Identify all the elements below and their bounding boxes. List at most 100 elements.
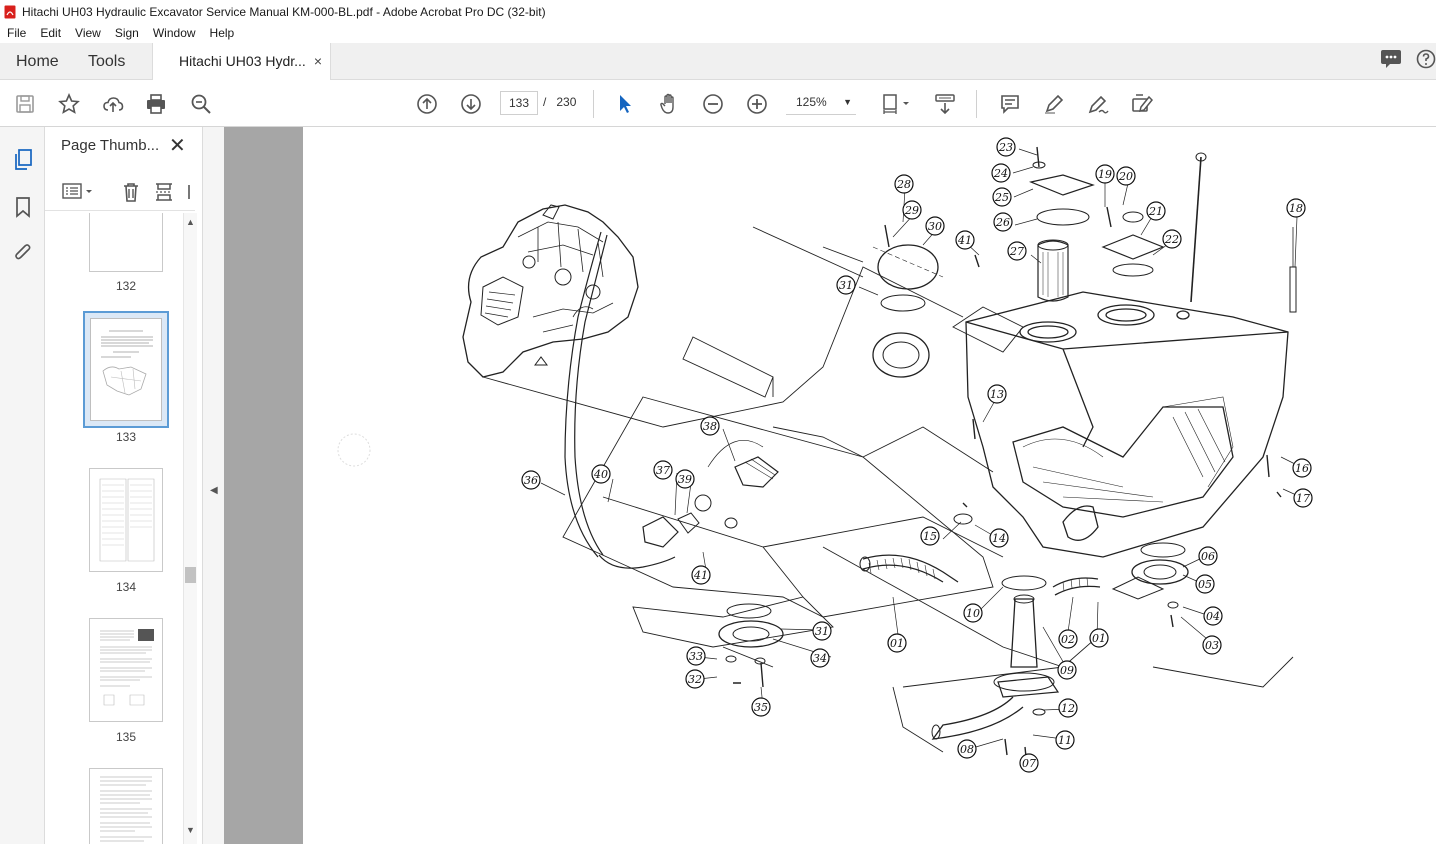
part-callout: 33 — [686, 646, 706, 666]
part-callout: 32 — [685, 669, 705, 689]
main-toolbar: 133 / 230 125% ▼ — [0, 80, 1436, 127]
attachments-paperclip-icon[interactable] — [10, 240, 36, 266]
part-callout: 39 — [675, 469, 695, 489]
previous-page-icon[interactable] — [414, 91, 440, 117]
callout-circle — [996, 137, 1016, 157]
zoom-out-icon[interactable] — [700, 91, 726, 117]
bookmark-star-icon[interactable] — [56, 91, 82, 117]
thumbnail-page-134[interactable] — [89, 468, 163, 572]
highlight-pen-icon[interactable] — [1041, 91, 1067, 117]
hand-pan-icon[interactable] — [656, 91, 682, 117]
callout-number: 35 — [754, 701, 768, 714]
page-number-input[interactable]: 133 — [500, 91, 538, 115]
callout-number: 02 — [1061, 633, 1075, 646]
thumbnail-page-133[interactable] — [83, 311, 169, 428]
callout-number: 04 — [1206, 610, 1220, 623]
part-callout: 01 — [1089, 628, 1109, 648]
bookmarks-icon[interactable] — [10, 194, 36, 220]
draw-sign-icon[interactable] — [1085, 91, 1111, 117]
callout-number: 29 — [904, 204, 919, 217]
part-callout: 12 — [1058, 698, 1078, 718]
menu-help[interactable]: Help — [209, 26, 235, 40]
scrollbar-thumb[interactable] — [185, 567, 196, 583]
thumbnail-label: 133 — [115, 430, 137, 444]
thumbnail-page-132[interactable] — [89, 213, 163, 272]
tab-tools[interactable]: Tools — [88, 53, 126, 70]
leader-lines — [540, 148, 1306, 764]
thumbnail-toolbar — [45, 175, 195, 211]
fill-sign-icon[interactable] — [1129, 91, 1155, 117]
part-callout: 40 — [591, 464, 611, 484]
callout-circle — [887, 633, 907, 653]
callout-circle — [925, 216, 945, 236]
zoom-search-icon[interactable] — [188, 91, 214, 117]
delete-page-icon[interactable] — [120, 181, 142, 208]
chevron-left-icon[interactable]: ◀ — [210, 485, 218, 496]
thumbnail-page-136[interactable] — [89, 768, 163, 844]
upload-cloud-icon[interactable] — [100, 91, 126, 117]
callout-number: 17 — [1296, 492, 1310, 505]
print-icon[interactable] — [143, 91, 169, 117]
save-icon[interactable] — [12, 91, 38, 117]
panel-close-icon[interactable]: ✕ — [169, 135, 186, 157]
rotate-page-icon[interactable] — [185, 181, 193, 208]
thumbnail-options-icon[interactable] — [61, 181, 95, 208]
callout-number: 07 — [1022, 757, 1036, 770]
callout-circle — [1195, 574, 1215, 594]
callout-circle — [700, 416, 720, 436]
thumbnail-scrollbar[interactable]: ▲ ▼ — [183, 213, 197, 844]
menu-view[interactable]: View — [75, 26, 101, 40]
tab-close-icon[interactable]: × — [313, 53, 322, 69]
menu-file[interactable]: File — [7, 26, 27, 40]
page-separator: / — [543, 95, 547, 109]
next-page-icon[interactable] — [458, 91, 484, 117]
scroll-mode-icon[interactable] — [932, 91, 958, 117]
page-thumbnails-icon[interactable] — [10, 147, 36, 173]
part-callout: 27 — [1007, 241, 1027, 261]
panel-collapse-handle[interactable]: ◀ — [203, 127, 224, 844]
zoom-level-dropdown[interactable]: 125% ▼ — [786, 91, 856, 115]
menu-sign[interactable]: Sign — [114, 26, 139, 40]
callout-number: 20 — [1118, 170, 1133, 183]
thumbnail-page-135[interactable] — [89, 618, 163, 722]
callout-number: 03 — [1205, 639, 1219, 652]
callout-number: 27 — [1009, 245, 1024, 258]
help-icon[interactable] — [1416, 49, 1436, 74]
part-callout: 18 — [1286, 198, 1306, 218]
page-fit-icon[interactable] — [878, 91, 914, 117]
panel-title: Page Thumb... — [61, 137, 160, 154]
tab-document[interactable]: Hitachi UH03 Hydr... × — [152, 43, 331, 81]
part-callout: 01 — [887, 633, 907, 653]
select-cursor-icon[interactable] — [612, 91, 638, 117]
part-callout: 14 — [989, 528, 1009, 548]
callout-number: 08 — [960, 743, 974, 756]
zoom-in-icon[interactable] — [744, 91, 770, 117]
menu-edit[interactable]: Edit — [40, 26, 62, 40]
callout-circle — [1058, 698, 1078, 718]
toolbar-divider — [976, 90, 977, 118]
comment-bubble-icon[interactable] — [1380, 49, 1402, 74]
callout-circle — [1286, 198, 1306, 218]
callout-circle — [1116, 166, 1136, 186]
callout-number: 24 — [993, 167, 1008, 180]
extract-pages-icon[interactable] — [153, 181, 175, 208]
callout-number: 09 — [1060, 664, 1074, 677]
callout-circle — [957, 739, 977, 759]
scroll-up-icon[interactable]: ▲ — [186, 217, 195, 227]
tab-home[interactable]: Home — [16, 53, 59, 70]
callout-circle — [1095, 164, 1115, 184]
page-total-value: 230 — [556, 95, 577, 109]
part-callout: 06 — [1198, 546, 1218, 566]
callout-number: 19 — [1098, 168, 1112, 181]
callout-circle — [521, 470, 541, 490]
thumbnail-label: 135 — [115, 730, 137, 744]
callout-circle — [675, 469, 695, 489]
callout-circle — [902, 200, 922, 220]
callout-circle — [991, 163, 1011, 183]
comment-icon[interactable] — [997, 91, 1023, 117]
scroll-down-icon[interactable]: ▼ — [186, 825, 195, 835]
menu-window[interactable]: Window — [152, 26, 196, 40]
callout-circle — [1292, 458, 1312, 478]
